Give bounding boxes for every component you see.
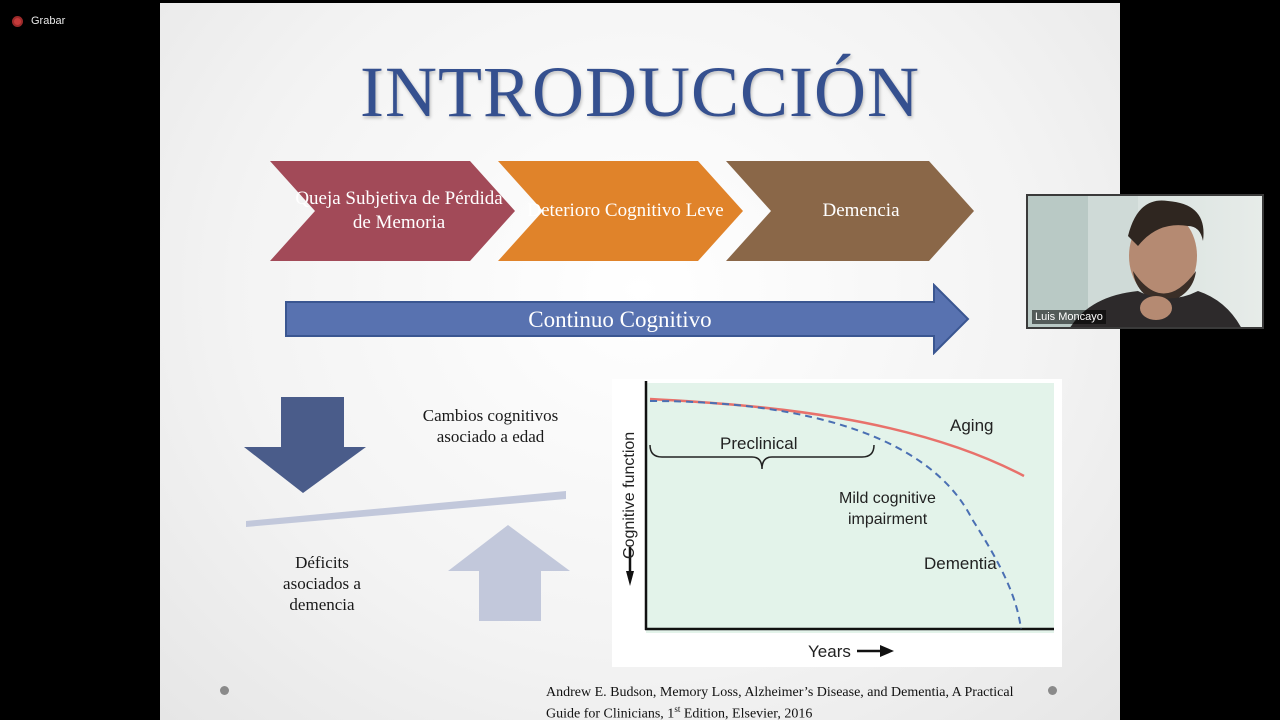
aging-series-line — [649, 397, 1025, 478]
x-axis-label: Years — [808, 642, 851, 661]
balance-diagram — [244, 397, 570, 621]
balance-beam — [246, 491, 566, 527]
stage-chevron-2 — [498, 161, 743, 261]
label-mci-line1: Mild cognitive — [839, 490, 936, 507]
down-arrow — [244, 397, 366, 493]
slide-title: INTRODUCCIÓN — [360, 52, 920, 132]
preclinical-brace — [649, 444, 875, 470]
chart-plot-area — [646, 383, 1054, 633]
dementia-deficits-text: Déficits asociados a demencia — [283, 553, 361, 614]
slide-nav-prev[interactable] — [220, 686, 229, 695]
continuum-arrow — [285, 283, 970, 355]
record-indicator[interactable]: Grabar — [12, 15, 65, 27]
label-dementia: Dementia — [924, 554, 997, 573]
participant-avatar — [1028, 196, 1241, 327]
stage-label-1: Queja Subjetiva de Pérdida de Memoria — [295, 188, 503, 233]
cognitive-chart: Preclinical Aging Mild cognitive impairm… — [612, 379, 1062, 667]
record-icon — [12, 15, 23, 27]
label-preclinical: Preclinical — [720, 434, 797, 453]
participant-video[interactable]: Luis Moncayo — [1026, 194, 1264, 329]
stage-chevron-1 — [270, 161, 515, 261]
age-changes-text: Cambios cognitivos asociado a edad — [422, 406, 559, 446]
dementia-series-line — [649, 400, 1022, 630]
y-axis-label: Cognitive function — [621, 432, 638, 559]
stage-label-3: Demencia — [822, 200, 900, 221]
citation-line1: Andrew E. Budson, Memory Loss, Alzheimer… — [546, 685, 1014, 700]
label-mci-line2: impairment — [848, 511, 928, 528]
slide-nav-next[interactable] — [1048, 686, 1057, 695]
presentation-slide: INTRODUCCIÓN Queja Subjetiva de Pérdida … — [160, 3, 1120, 720]
participant-name: Luis Moncayo — [1032, 310, 1106, 324]
record-label: Grabar — [31, 15, 66, 27]
stage-label-2: Deterioro Cognitivo Leve — [527, 200, 724, 221]
stage-chevron-3 — [726, 161, 974, 261]
label-aging: Aging — [950, 416, 993, 435]
citation-line2: Guide for Clinicians, 1st Edition, Elsev… — [546, 704, 813, 720]
citation: Andrew E. Budson, Memory Loss, Alzheimer… — [546, 684, 1013, 720]
up-arrow — [448, 525, 570, 621]
continuum-label: Continuo Cognitivo — [528, 307, 712, 332]
